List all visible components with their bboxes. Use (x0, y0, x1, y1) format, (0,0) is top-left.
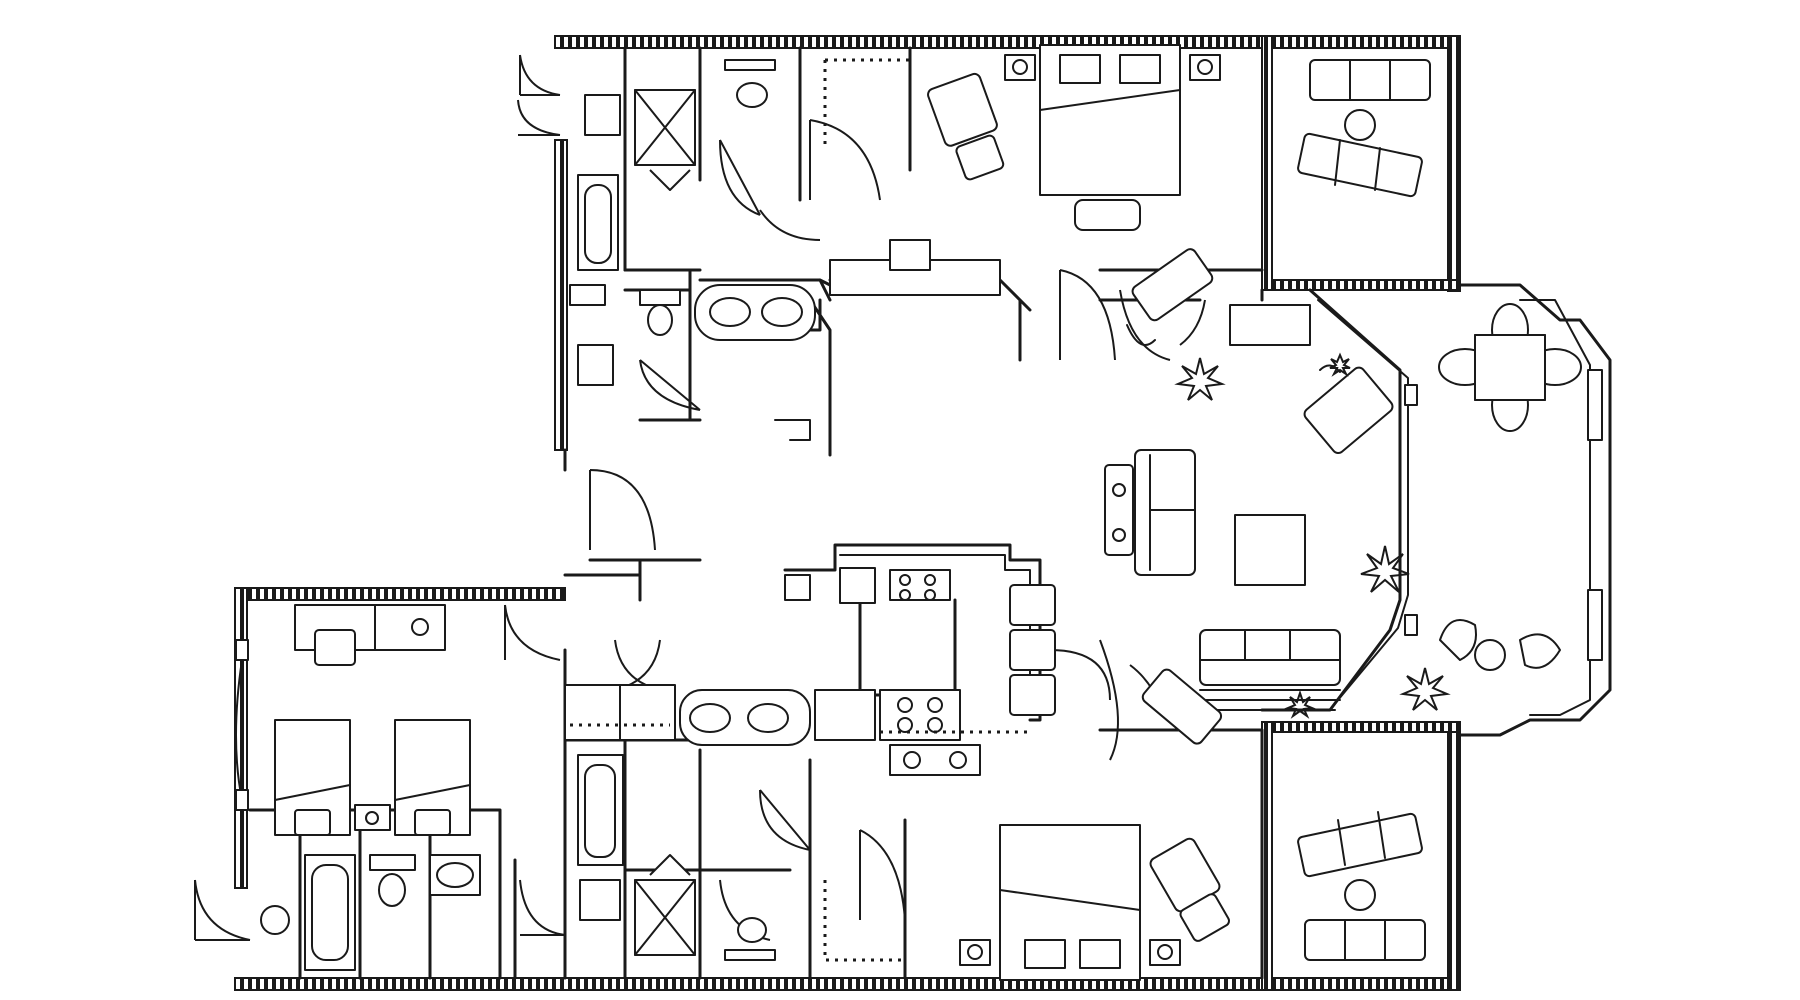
interior-walls (248, 46, 1612, 980)
closet-shelf (823, 58, 910, 150)
kitchen (564, 567, 1056, 776)
lower-bedroom (959, 824, 1230, 981)
lower-sitting-room (1297, 811, 1426, 961)
living-room (1104, 364, 1418, 745)
exterior-walls (234, 35, 1461, 991)
upper-bathroom (569, 59, 816, 441)
doors (194, 54, 1206, 941)
upper-sitting-room (1229, 59, 1431, 346)
lower-left-bedroom (235, 604, 481, 971)
balcony (1438, 303, 1582, 671)
upper-bedroom (829, 44, 1221, 346)
lower-bathroom (577, 754, 905, 962)
plant-icons (1174, 352, 1451, 719)
